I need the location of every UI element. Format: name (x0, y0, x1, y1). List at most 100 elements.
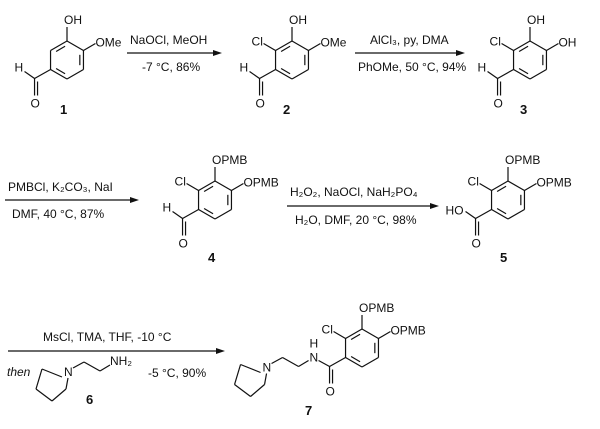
bond (83, 42, 96, 52)
oh-group: OH (64, 13, 82, 27)
bond (318, 359, 330, 368)
bond (249, 71, 260, 79)
ring-bond (66, 68, 84, 80)
ring-bond (291, 68, 309, 80)
hydroxyl-group: HO (446, 204, 464, 218)
ring-bond (529, 68, 547, 80)
chloro-group: Cl (468, 175, 479, 189)
pyrrolidine-nitrogen: N (263, 361, 272, 375)
bond (72, 361, 85, 369)
inner-double-bond (280, 45, 291, 52)
compound-label: 5 (500, 250, 507, 265)
ring-bond (50, 40, 68, 52)
carbonyl-oxygen: O (326, 385, 335, 399)
oh-group: OH (289, 13, 307, 27)
bond (259, 68, 276, 80)
compound-label: 2 (283, 102, 290, 117)
compound-label: 1 (60, 102, 67, 117)
bond (65, 377, 69, 390)
ring-bond (50, 68, 68, 80)
bond (35, 368, 43, 390)
pyrrolidine-nitrogen: N (64, 365, 73, 379)
opmb2-group: OPMB (536, 176, 571, 190)
then-label: then (7, 365, 31, 379)
compound-6: N NH₂ 6 (35, 354, 132, 407)
carbonyl-oxygen: O (494, 97, 503, 111)
molecules: OHOMeOH1OHOMeClOH2OHOHClOH3OPMBOPMBClOH4… (15, 13, 577, 418)
chloro-group: Cl (175, 175, 186, 189)
reagents-step-4: H₂O₂, NaOCl, NaH₂PO₄ (290, 185, 418, 199)
ring-bond (275, 40, 293, 52)
bond (378, 330, 391, 340)
amine-group: NH₂ (110, 354, 132, 368)
arrow-step-3 (5, 197, 139, 203)
opmb1-group: OPMB (212, 153, 247, 167)
bond (234, 384, 251, 397)
opmb2-group: OPMB (243, 176, 278, 190)
arrow-step-2 (355, 50, 465, 56)
bond (465, 211, 476, 219)
ring-bond (491, 180, 509, 192)
conditions-step-3: DMF, 40 °C, 87% (12, 207, 104, 221)
bond (333, 330, 346, 340)
reagents-step-1: NaOCl, MeOH (130, 33, 207, 47)
arrow-step-4 (287, 203, 439, 209)
bond (546, 42, 559, 52)
ring-bond (513, 40, 531, 52)
bond (240, 363, 261, 374)
ring-bond (214, 208, 232, 220)
bond (282, 356, 299, 368)
aldehyde-hydrogen: H (163, 201, 172, 215)
reagents-step-5: MsCl, TMA, THF, -10 °C (43, 330, 172, 344)
conditions-step-5: -5 °C, 90% (148, 366, 206, 380)
compound-label: 3 (520, 102, 527, 117)
chloro-group: Cl (490, 35, 501, 49)
ring-bond (361, 328, 379, 340)
bond (308, 42, 321, 52)
bond (35, 388, 53, 402)
inner-double-bond (55, 45, 66, 52)
compound-label: 4 (208, 250, 216, 265)
bond (233, 364, 242, 385)
bond (172, 211, 183, 219)
inner-double-bond (280, 68, 291, 75)
ring-bond (66, 40, 84, 52)
bond (263, 42, 276, 52)
bond (501, 42, 514, 52)
aldehyde-hydrogen: H (478, 61, 487, 75)
amide-nitrogen: N (310, 351, 319, 365)
inner-double-bond (350, 356, 361, 363)
ring-bond (214, 180, 232, 192)
ring-bond (345, 328, 363, 340)
ring-bond (291, 40, 309, 52)
bond (298, 359, 309, 368)
opmb1-group: OPMB (359, 301, 394, 315)
ring-bond (198, 208, 216, 220)
ome-group: OMe (95, 36, 121, 50)
carbonyl-oxygen: O (179, 237, 188, 251)
ring-bond (507, 180, 525, 192)
ring-bond (529, 40, 547, 52)
bond (51, 388, 67, 402)
bond (182, 208, 199, 220)
carbonyl-oxygen: O (31, 97, 40, 111)
conditions-step-4: H₂O, DMF, 20 °C, 98% (295, 213, 417, 227)
opmb1-group: OPMB (505, 153, 540, 167)
inner-double-bond (55, 68, 66, 75)
bond (186, 182, 199, 192)
ring-bond (491, 208, 509, 220)
ring-bond (345, 356, 363, 368)
bond (475, 208, 492, 220)
compound-4: OPMB OPMB ClO H 4 (163, 153, 279, 265)
bond (24, 71, 35, 79)
ring-bond (198, 180, 216, 192)
amide-hydrogen: H (310, 337, 319, 351)
bond (497, 68, 514, 80)
compound-label: 6 (86, 392, 93, 407)
conditions-step-2: PhOMe, 50 °C, 94% (358, 60, 467, 74)
bond (263, 373, 268, 385)
